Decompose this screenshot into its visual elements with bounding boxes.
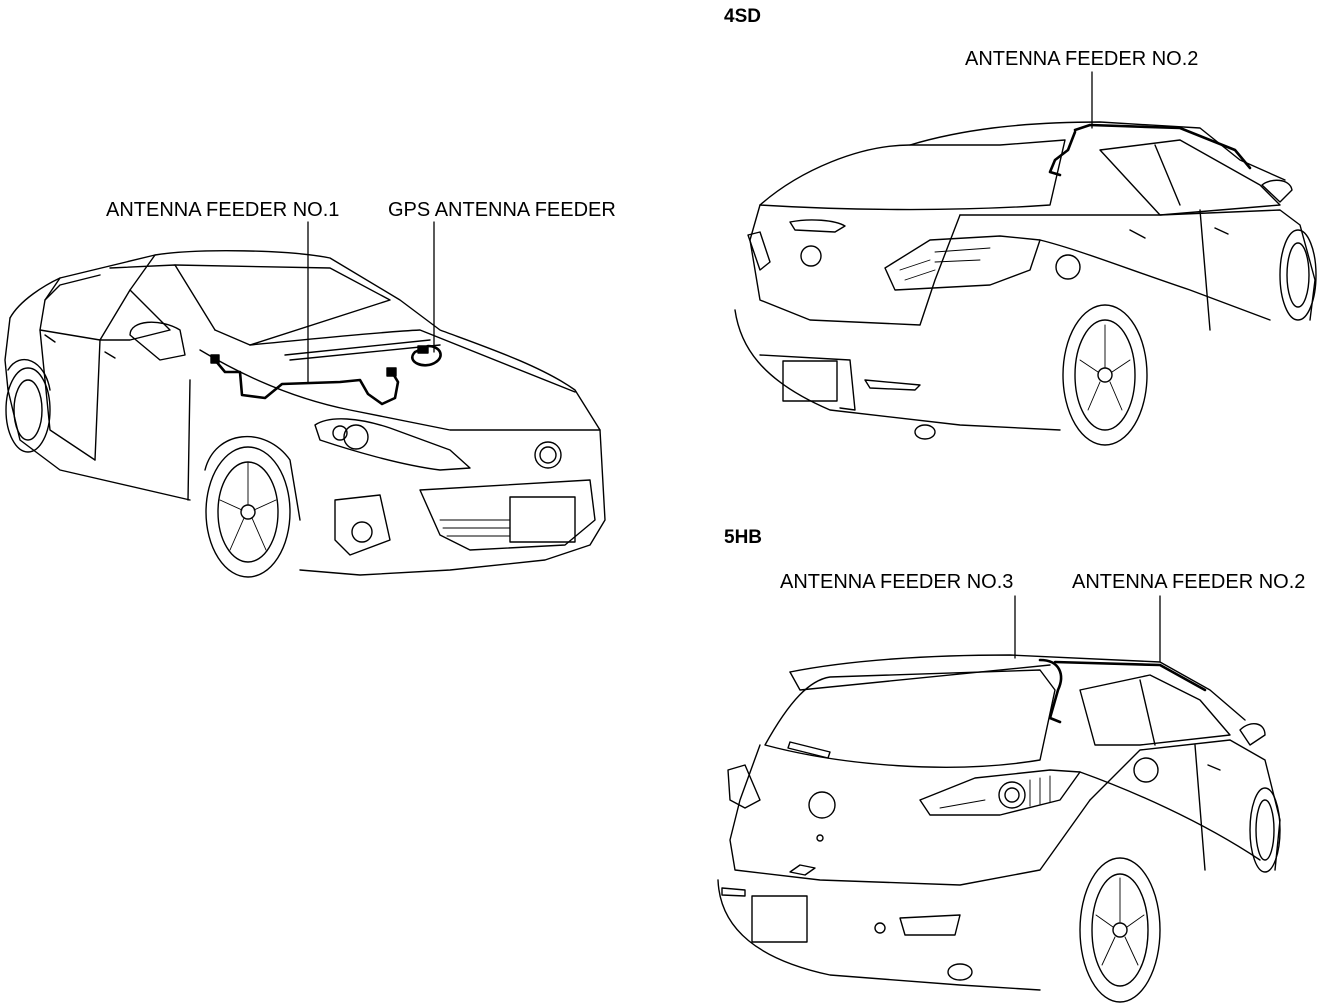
sedan-antenna-feeder-no2-cable [1073, 123, 1252, 170]
hatchback-antenna-feeder-no2-cable [1053, 660, 1207, 692]
label-sedan-antenna-feeder-no2: ANTENNA FEEDER NO.2 [965, 48, 1199, 70]
antenna-feeder-no1-cable [213, 358, 400, 406]
hatchback-antenna-feeder-no3-cable [1038, 658, 1063, 724]
label-hatchback-antenna-feeder-no2: ANTENNA FEEDER NO.2 [1072, 571, 1306, 593]
variant-4sd: 4SD [724, 6, 761, 27]
label-gps-antenna-feeder: GPS ANTENNA FEEDER [388, 199, 616, 221]
label-hatchback-antenna-feeder-no3: ANTENNA FEEDER NO.3 [780, 571, 1014, 593]
label-antenna-feeder-no1: ANTENNA FEEDER NO.1 [106, 199, 340, 221]
front-car-illustration [4, 221, 606, 578]
gps-antenna-feeder-cable [411, 344, 442, 367]
variant-5hb: 5HB [724, 527, 763, 548]
sedan-car-illustration [734, 71, 1317, 446]
hatchback-car-illustration [717, 595, 1281, 1003]
